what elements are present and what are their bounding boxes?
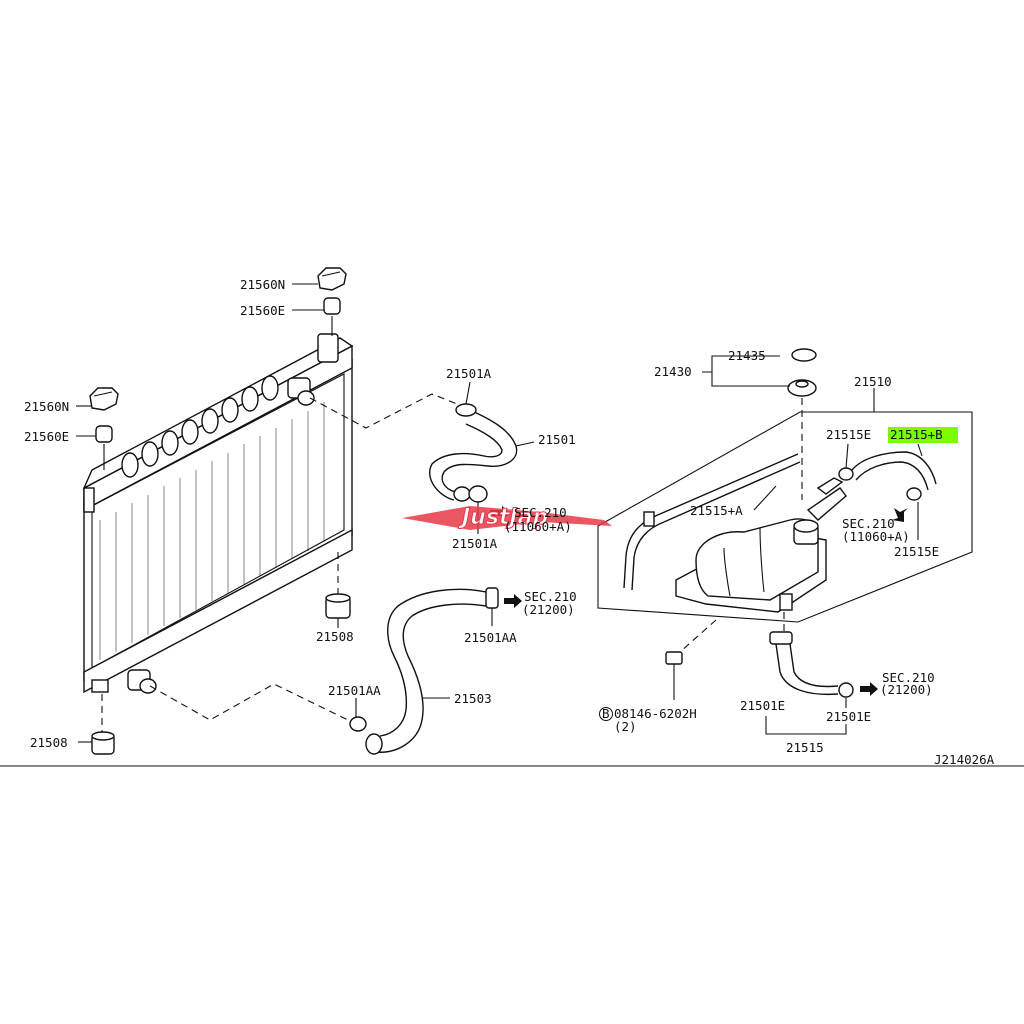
top-tank-ribs [121,375,279,478]
label-bolt-qty: (2) [614,719,637,734]
radiator-mount-bushing-21560E-left [95,425,113,470]
radiator-upper-outlet [287,377,315,406]
label-sec210-c-ref: (11060+A) [842,529,910,544]
clamp-21501AA-lower [349,716,367,732]
label-21560E-left: 21560E [24,429,69,444]
label-21560E: 21560E [240,303,285,318]
justjap-watermark: JustJap [402,505,612,531]
clamp-21515E-lower [906,487,922,501]
hose-21515A [623,453,801,591]
label-21515B: 21515+B [890,427,943,442]
label-21515E-lower: 21515E [894,544,939,559]
clamp-21501A-upper [455,403,477,417]
bolt-08146-6202H [665,619,717,700]
radiator-lower-mount-21508-left [91,694,115,755]
label-21508-left: 21508 [30,735,68,750]
hose-21515B [851,451,937,491]
label-sec210-b: SEC.210 [524,589,577,604]
label-21435: 21435 [728,348,766,363]
label-21515E-upper: 21515E [826,427,871,442]
label-21501E-right: 21501E [826,709,871,724]
reservoir-tank-21510 [675,477,847,613]
label-sec210-c: SEC.210 [842,516,895,531]
radiator-mount-cap-21560N-left [89,387,119,411]
label-21560N: 21560N [240,277,285,292]
bolt-symbol-circle [599,707,613,721]
label-sec210-a: SEC.210 [514,505,567,520]
label-21515A: 21515+A [690,503,743,518]
hose-21515-lower [769,631,839,696]
lower-hose-21503 [365,588,487,755]
watermark-text: JustJap [458,505,548,530]
label-bolt: 08146-6202H [614,706,697,721]
label-sec210-a-ref: (11060+A) [504,519,572,534]
clamp-21501AA-upper [485,587,499,609]
label-sec210-d-ref: (21200) [880,682,933,697]
radiator-mount-bushing-21560E [323,297,341,336]
label-21501AA-lower: 21501AA [328,683,381,698]
bolt-symbol: B [602,706,610,721]
label-21430: 21430 [654,364,692,379]
clamp-21515E-upper [838,467,854,481]
arrow-sec210-d [860,682,878,696]
label-21560N-left: 21560N [24,399,69,414]
label-21501A-lower: 21501A [452,536,498,551]
radiator [82,333,354,694]
label-21501: 21501 [538,432,576,447]
reservoir-cap-21430 [787,379,817,500]
diagram-code: J214026A [934,752,995,767]
radiator-lower-mount-21508 [325,552,351,619]
label-21501A-upper: 21501A [446,366,492,381]
radiator-lower-outlet [127,669,157,694]
dash-upper-hose [309,393,463,429]
label-sec210-b-ref: (21200) [522,602,575,617]
dash-lower-hose [149,683,353,723]
label-21501AA-upper: 21501AA [464,630,517,645]
radiator-mount-cap-21560N [317,267,347,291]
highlight-21515B [888,427,958,443]
label-21515: 21515 [786,740,824,755]
radiator-bottom-tank [83,528,353,694]
label-21510: 21510 [854,374,892,389]
radiator-fins [99,402,325,660]
label-21508: 21508 [316,629,354,644]
seal-21435 [791,348,817,362]
label-sec210-d: SEC.210 [882,670,935,685]
clamp-21501A-lower [468,485,488,503]
label-21501E-left: 21501E [740,698,785,713]
top-tank-bracket [317,333,339,363]
clamp-21501E [838,682,854,698]
label-21503: 21503 [454,691,492,706]
arrow-sec210-c [892,508,908,522]
arrow-sec210-b [504,594,522,608]
upper-hose-21501 [429,409,518,502]
